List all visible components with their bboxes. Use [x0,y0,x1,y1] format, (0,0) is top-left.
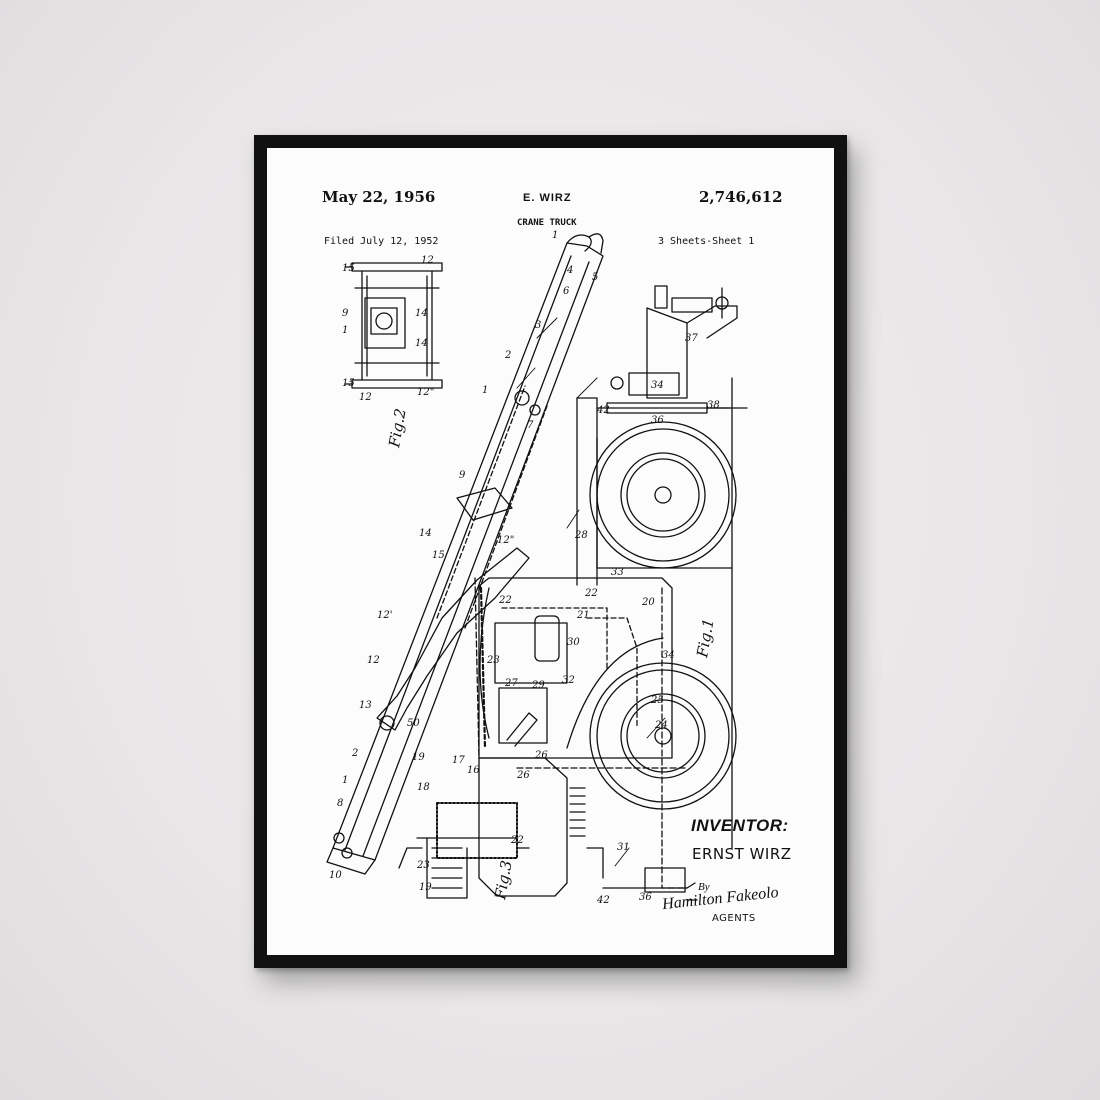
reference-leaders [516,317,666,867]
svg-text:12: 12 [421,255,434,266]
svg-text:50: 50 [407,718,420,729]
svg-text:3: 3 [535,320,541,331]
svg-text:15: 15 [342,263,355,274]
svg-text:17: 17 [452,755,465,766]
svg-text:14: 14 [419,528,432,539]
svg-text:1: 1 [482,385,488,396]
svg-text:33: 33 [611,567,624,578]
patent-sheets: 3 Sheets-Sheet 1 [658,236,755,247]
hitch-mechanism [606,285,738,414]
patent-inventor-header: E. WIRZ [523,192,572,204]
svg-text:24: 24 [654,720,668,731]
svg-text:37: 37 [685,333,698,344]
svg-text:12: 12 [367,655,380,666]
svg-text:1: 1 [342,325,348,336]
front-wheel [566,637,737,810]
patent-print: May 22, 1956 E. WIRZ 2,746,612 CRANE TRU… [267,148,834,955]
svg-text:19: 19 [412,752,425,763]
fig2-cross-section [344,262,443,389]
svg-text:42: 42 [596,405,610,416]
patent-filed-date: Filed July 12, 1952 [324,236,439,247]
svg-text:16: 16 [467,765,480,776]
patent-number: 2,746,612 [699,188,783,206]
svg-text:12: 12 [359,392,372,403]
fig3-label: Fig.3 [491,859,516,902]
by-label: By [698,881,710,893]
svg-text:23: 23 [416,860,430,871]
svg-text:2: 2 [504,350,511,361]
svg-text:36: 36 [639,892,652,903]
inventor-name: ERNST WIRZ [692,845,792,863]
svg-text:29: 29 [531,680,545,691]
svg-text:34: 34 [651,380,664,391]
svg-text:6: 6 [563,286,570,297]
svg-text:26: 26 [534,750,548,761]
svg-text:12': 12' [377,610,392,621]
inventor-label: INVENTOR: [691,816,789,835]
svg-text:13: 13 [359,700,372,711]
svg-text:31: 31 [617,842,630,853]
svg-text:10: 10 [329,870,342,881]
fig3-detail [398,802,530,899]
svg-text:1: 1 [342,775,348,786]
svg-text:14: 14 [415,308,428,319]
svg-text:18: 18 [417,782,430,793]
patent-date: May 22, 1956 [322,188,436,206]
svg-text:38: 38 [707,400,720,411]
svg-text:23: 23 [486,655,500,666]
support-stand [602,867,698,901]
svg-text:14: 14 [415,338,428,349]
rear-wheel [589,377,737,849]
svg-text:9: 9 [459,470,466,481]
svg-text:22: 22 [510,835,524,846]
svg-text:42: 42 [596,895,610,906]
svg-text:32: 32 [562,675,575,686]
svg-text:21: 21 [576,610,590,621]
crane-boom [326,233,604,875]
fig1-label: Fig.1 [693,617,718,660]
svg-text:1: 1 [552,230,558,241]
fig2-label: Fig.2 [385,407,410,450]
svg-text:8: 8 [337,798,343,809]
svg-text:22: 22 [584,588,598,599]
svg-text:4: 4 [566,265,573,276]
svg-text:22: 22 [498,595,512,606]
svg-text:25: 25 [650,695,664,706]
svg-text:15: 15 [432,550,445,561]
svg-text:20: 20 [641,597,655,608]
svg-text:28: 28 [574,530,588,541]
svg-text:9: 9 [342,308,349,319]
svg-text:15: 15 [342,378,355,389]
svg-text:36: 36 [651,415,664,426]
svg-text:34: 34 [662,650,675,661]
svg-text:5: 5 [592,272,598,283]
agents-label: AGENTS [712,913,756,924]
svg-text:12": 12" [417,387,434,398]
svg-text:26: 26 [516,770,530,781]
svg-text:7: 7 [527,420,534,431]
poster-frame: May 22, 1956 E. WIRZ 2,746,612 CRANE TRU… [254,135,847,968]
svg-text:2: 2 [351,748,358,759]
patent-title: CRANE TRUCK [517,218,577,228]
svg-text:27: 27 [504,678,518,689]
svg-text:19: 19 [419,882,432,893]
svg-text:12": 12" [497,535,514,546]
svg-text:30: 30 [567,637,580,648]
